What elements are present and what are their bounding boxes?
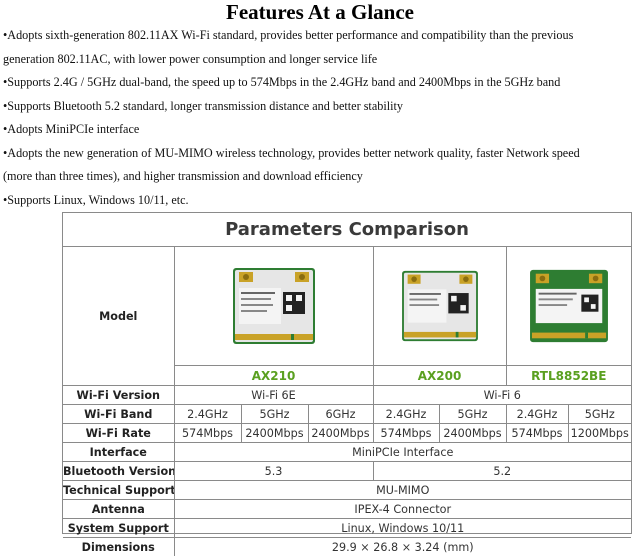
wifi-rate-value: 574Mbps: [373, 424, 439, 443]
wifi-card-ax200-icon: [400, 269, 480, 343]
page-title: Features At a Glance: [0, 0, 640, 24]
wifi-rate-value: 2400Mbps: [439, 424, 506, 443]
wifi-band-value: 2.4GHz: [373, 405, 439, 424]
product-image-rtl8852be: [506, 247, 631, 366]
bluetooth-version-label: Bluetooth Version: [63, 462, 174, 481]
feature-line-6: •Adopts the new generation of MU-MIMO wi…: [3, 142, 639, 166]
wifi-band-value: 5GHz: [241, 405, 308, 424]
product-image-ax210: [174, 247, 373, 366]
product-image-ax200: [373, 247, 506, 366]
wifi-card-rtl8852be-icon: [528, 268, 610, 344]
wifi-rate-value: 1200Mbps: [568, 424, 631, 443]
wifi-rate-value: 2400Mbps: [241, 424, 308, 443]
feature-line-7: (more than three times), and higher tran…: [3, 165, 639, 189]
interface-value: MiniPCIe Interface: [174, 443, 631, 462]
parameters-heading: Parameters Comparison: [63, 213, 631, 247]
bluetooth-version-value: 5.2: [373, 462, 631, 481]
wifi-version-value: Wi-Fi 6E: [174, 386, 373, 405]
wifi-band-value: 6GHz: [308, 405, 373, 424]
product-name-ax210: AX210: [174, 366, 373, 386]
feature-list: •Adopts sixth-generation 802.11AX Wi-Fi …: [3, 24, 639, 212]
system-support-value: Linux, Windows 10/11: [174, 519, 631, 538]
dimensions-label: Dimensions: [63, 538, 174, 556]
feature-line-2: generation 802.11AC, with lower power co…: [3, 48, 639, 72]
product-name-rtl8852be: RTL8852BE: [506, 366, 631, 386]
feature-line-5: •Adopts MiniPCIe interface: [3, 118, 639, 142]
feature-line-4: •Supports Bluetooth 5.2 standard, longer…: [3, 95, 639, 119]
comparison-grid: Model: [63, 247, 631, 556]
wifi-rate-value: 2400Mbps: [308, 424, 373, 443]
model-label: Model: [63, 247, 174, 386]
technical-support-label: Technical Support: [63, 481, 174, 500]
technical-support-value: MU-MIMO: [174, 481, 631, 500]
feature-line-1: •Adopts sixth-generation 802.11AX Wi-Fi …: [3, 24, 639, 48]
wifi-rate-value: 574Mbps: [506, 424, 568, 443]
wifi-band-value: 5GHz: [568, 405, 631, 424]
antenna-label: Antenna: [63, 500, 174, 519]
bluetooth-version-value: 5.3: [174, 462, 373, 481]
wifi-rate-label: Wi-Fi Rate: [63, 424, 174, 443]
dimensions-value: 29.9 × 26.8 × 3.24 (mm): [174, 538, 631, 556]
wifi-band-value: 5GHz: [439, 405, 506, 424]
wifi-band-label: Wi-Fi Band: [63, 405, 174, 424]
wifi-band-value: 2.4GHz: [506, 405, 568, 424]
parameters-comparison-table: Parameters Comparison Model: [62, 212, 632, 534]
wifi-band-value: 2.4GHz: [174, 405, 241, 424]
antenna-value: IPEX-4 Connector: [174, 500, 631, 519]
system-support-label: System Support: [63, 519, 174, 538]
feature-line-3: •Supports 2.4G / 5GHz dual-band, the spe…: [3, 71, 639, 95]
wifi-version-label: Wi-Fi Version: [63, 386, 174, 405]
feature-line-8: •Supports Linux, Windows 10/11, etc.: [3, 189, 639, 213]
wifi-card-ax210-icon: [231, 266, 317, 346]
product-name-ax200: AX200: [373, 366, 506, 386]
wifi-version-value: Wi-Fi 6: [373, 386, 631, 405]
interface-label: Interface: [63, 443, 174, 462]
wifi-rate-value: 574Mbps: [174, 424, 241, 443]
